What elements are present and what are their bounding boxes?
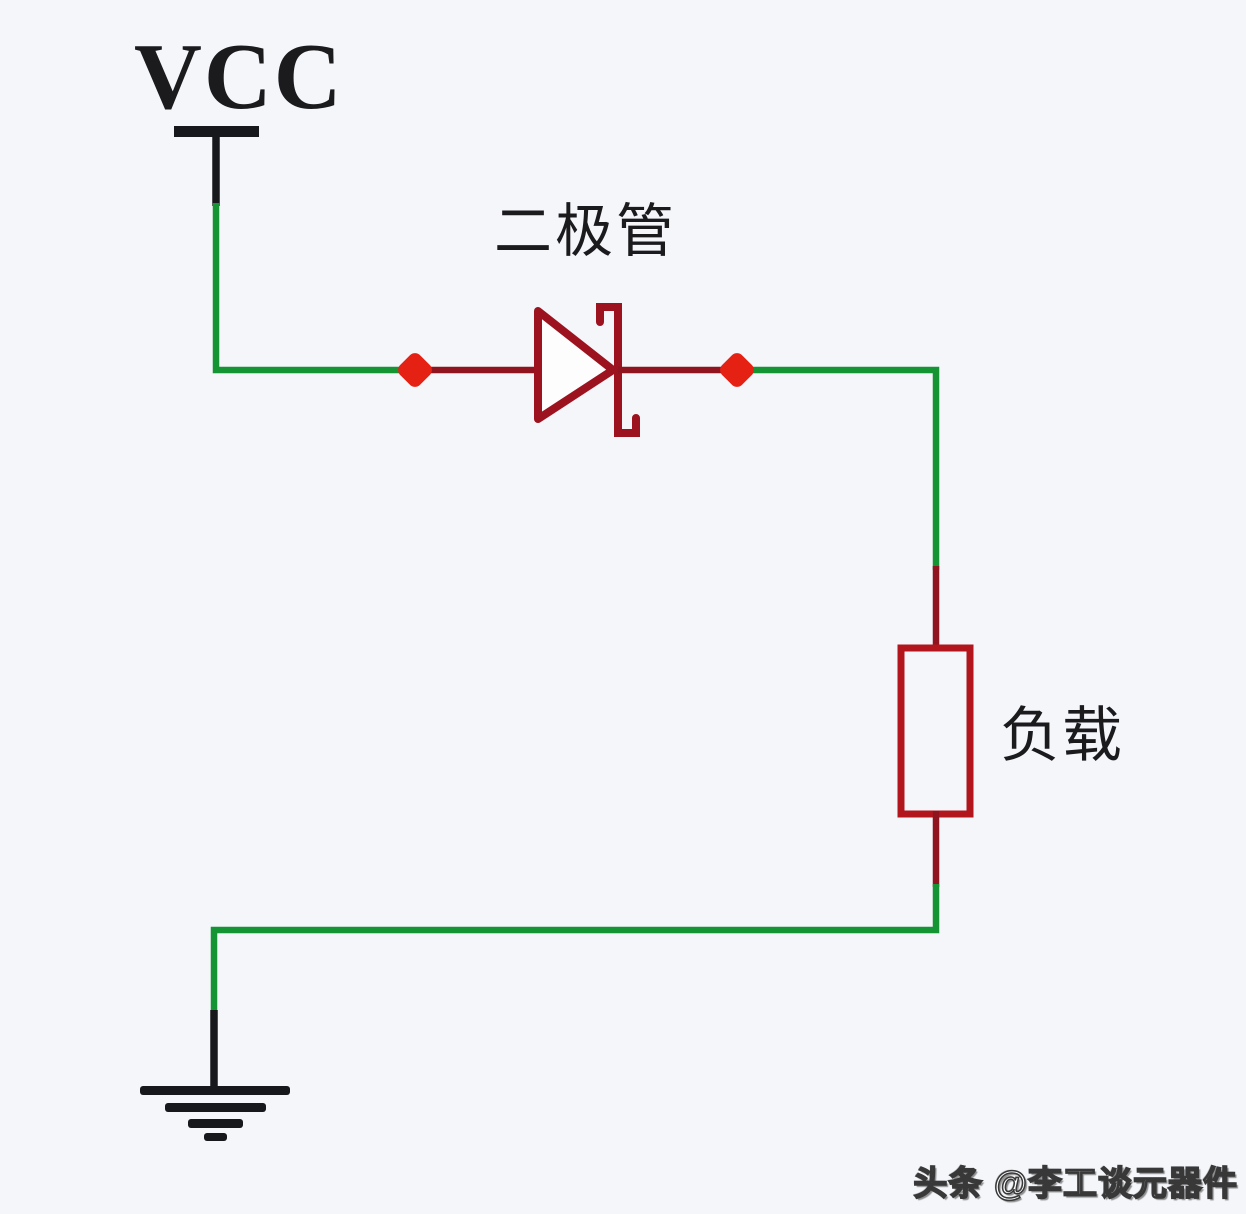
load-label: 负载 xyxy=(1000,702,1124,769)
diode-triangle-icon xyxy=(534,307,617,423)
ground-bar-1-icon xyxy=(140,1086,290,1095)
junction-dot-right-icon xyxy=(720,353,754,387)
vcc-label: VCC xyxy=(134,25,344,129)
diode-label: 二极管 xyxy=(494,199,678,264)
vcc-rail-bar-icon xyxy=(174,126,259,137)
ground-bar-4-icon xyxy=(204,1133,227,1141)
wire-diode-to-load xyxy=(748,366,940,570)
ground-bar-3-icon xyxy=(188,1119,243,1128)
load-resistor-icon xyxy=(897,644,974,818)
watermark-text: 头条 @李工谈元器件 xyxy=(913,1164,1238,1204)
wire-vcc-to-diode xyxy=(212,203,406,374)
ground-bar-2-icon xyxy=(165,1103,266,1112)
wire-load-to-ground xyxy=(210,884,940,1013)
junction-dot-left-icon xyxy=(398,353,432,387)
